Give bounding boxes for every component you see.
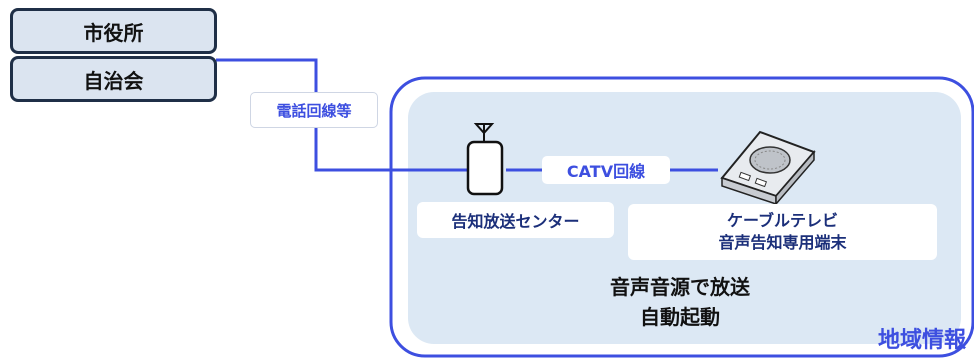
phone-line-tag: 電話回線等 — [250, 92, 378, 128]
broadcast-center-label-box: 告知放送センター — [417, 202, 614, 238]
catv-line-label: CATV回線 — [566, 162, 646, 181]
neighborhood-assoc-node: 自治会 — [10, 56, 217, 102]
neighborhood-assoc-label: 自治会 — [83, 68, 144, 93]
broadcast-center-label: 告知放送センター — [451, 212, 580, 231]
region-title-label: 地域情報 — [877, 328, 966, 353]
region-title: 地域情報 — [846, 322, 966, 354]
city-hall-label: 市役所 — [83, 20, 144, 45]
terminal-label-box: ケーブルテレビ 音声告知専用端末 — [628, 204, 937, 260]
broadcast-note: 音声音源で放送 自動起動 — [570, 272, 790, 332]
broadcast-note-line1: 音声音源で放送 — [610, 275, 750, 299]
terminal-label-line2: 音声告知専用端末 — [718, 233, 847, 252]
cable-tv-terminal-icon — [720, 130, 816, 207]
broadcast-note-line2: 自動起動 — [640, 305, 720, 329]
phone-line-label: 電話回線等 — [276, 101, 352, 120]
catv-line-tag: CATV回線 — [542, 156, 670, 184]
broadcast-center-icon — [466, 123, 504, 196]
terminal-label-line1: ケーブルテレビ — [726, 211, 839, 230]
city-hall-node: 市役所 — [10, 8, 217, 54]
